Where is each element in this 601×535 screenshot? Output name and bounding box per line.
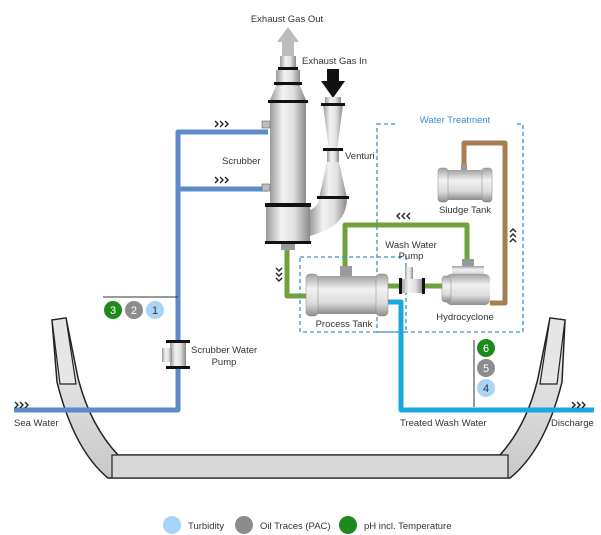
outlet-sensor-turbidity-number: 4 xyxy=(483,383,489,395)
flow-arrow-wash-loop xyxy=(396,212,411,220)
label-hydrocyclone: Hydrocyclone xyxy=(436,312,494,323)
label-wash-water-pump-2: Pump xyxy=(399,251,424,262)
wash-water-pump xyxy=(399,267,425,294)
label-water-treatment: Water Treatment xyxy=(420,115,491,126)
inlet-sensor-ph xyxy=(104,301,122,319)
flow-arrow-scrubber-mid xyxy=(214,176,229,184)
venturi xyxy=(310,97,349,236)
inlet-sensor-turbidity-number: 1 xyxy=(152,305,158,317)
exhaust-out-arrow xyxy=(277,27,299,56)
label-wash-water-pump-1: Wash Water xyxy=(385,240,437,251)
label-treated-wash-water: Treated Wash Water xyxy=(400,418,487,429)
sludge-pipe xyxy=(461,140,508,306)
flow-arrow-scrubber-top xyxy=(214,120,229,128)
legend-swatch-ph xyxy=(339,516,357,534)
label-discharge: Discharge xyxy=(551,418,594,429)
outlet-sensor-group: 6 5 4 xyxy=(473,339,495,407)
process-tank-box xyxy=(299,256,407,333)
outlet-sensor-ph xyxy=(477,339,495,357)
sludge-tank xyxy=(437,164,493,203)
scrubber-water-pump xyxy=(162,340,190,369)
inlet-sensor-ph-number: 3 xyxy=(110,305,116,317)
label-sludge-tank: Sludge Tank xyxy=(439,205,491,216)
hydrocyclone xyxy=(441,259,490,305)
hull-left-rim xyxy=(51,317,77,385)
wash-loop-pipe xyxy=(342,222,470,268)
label-exhaust-in: Exhaust Gas In xyxy=(302,56,367,67)
label-sea-water: Sea Water xyxy=(14,418,59,429)
legend-label-turbidity: Turbidity xyxy=(188,521,224,532)
label-scrubber-water-pump-1: Scrubber Water xyxy=(191,345,257,356)
exhaust-in-arrow xyxy=(321,69,345,98)
label-scrubber: Scrubber xyxy=(222,156,261,167)
outlet-sensor-ph-number: 6 xyxy=(483,343,489,355)
inlet-sensor-oil xyxy=(125,301,143,319)
label-venturi: Venturi xyxy=(345,151,375,162)
legend-swatch-oil-traces xyxy=(235,516,253,534)
outlet-sensor-turbidity xyxy=(477,379,495,397)
label-scrubber-water-pump-2: Pump xyxy=(212,357,237,368)
treated-wash-water-pipe xyxy=(385,299,594,413)
inlet-sensor-oil-number: 2 xyxy=(131,305,137,317)
hull-right-rim xyxy=(539,317,566,385)
legend: Turbidity Oil Traces (PAC) pH incl. Temp… xyxy=(163,516,451,534)
inlet-sensor-turbidity xyxy=(146,301,164,319)
outlet-sensor-oil-number: 5 xyxy=(483,363,489,375)
scrubber-drain-pipe xyxy=(284,248,308,299)
flow-arrow-sludge xyxy=(509,228,517,243)
flow-arrow-discharge xyxy=(571,401,586,409)
scrubber-tower xyxy=(261,56,311,250)
legend-label-oil-traces: Oil Traces (PAC) xyxy=(260,521,331,532)
label-exhaust-out: Exhaust Gas Out xyxy=(251,14,324,25)
flow-arrow-drain xyxy=(275,267,283,282)
legend-swatch-turbidity xyxy=(163,516,181,534)
flow-arrow-sea-water xyxy=(14,401,29,409)
label-process-tank: Process Tank xyxy=(316,319,373,330)
inlet-sensor-group: 3 2 1 xyxy=(103,296,178,319)
process-tank xyxy=(305,266,389,317)
outlet-sensor-oil xyxy=(477,359,495,377)
ship-deck xyxy=(111,454,509,479)
sea-water-pipe xyxy=(14,129,268,413)
legend-label-ph: pH incl. Temperature xyxy=(364,521,451,532)
